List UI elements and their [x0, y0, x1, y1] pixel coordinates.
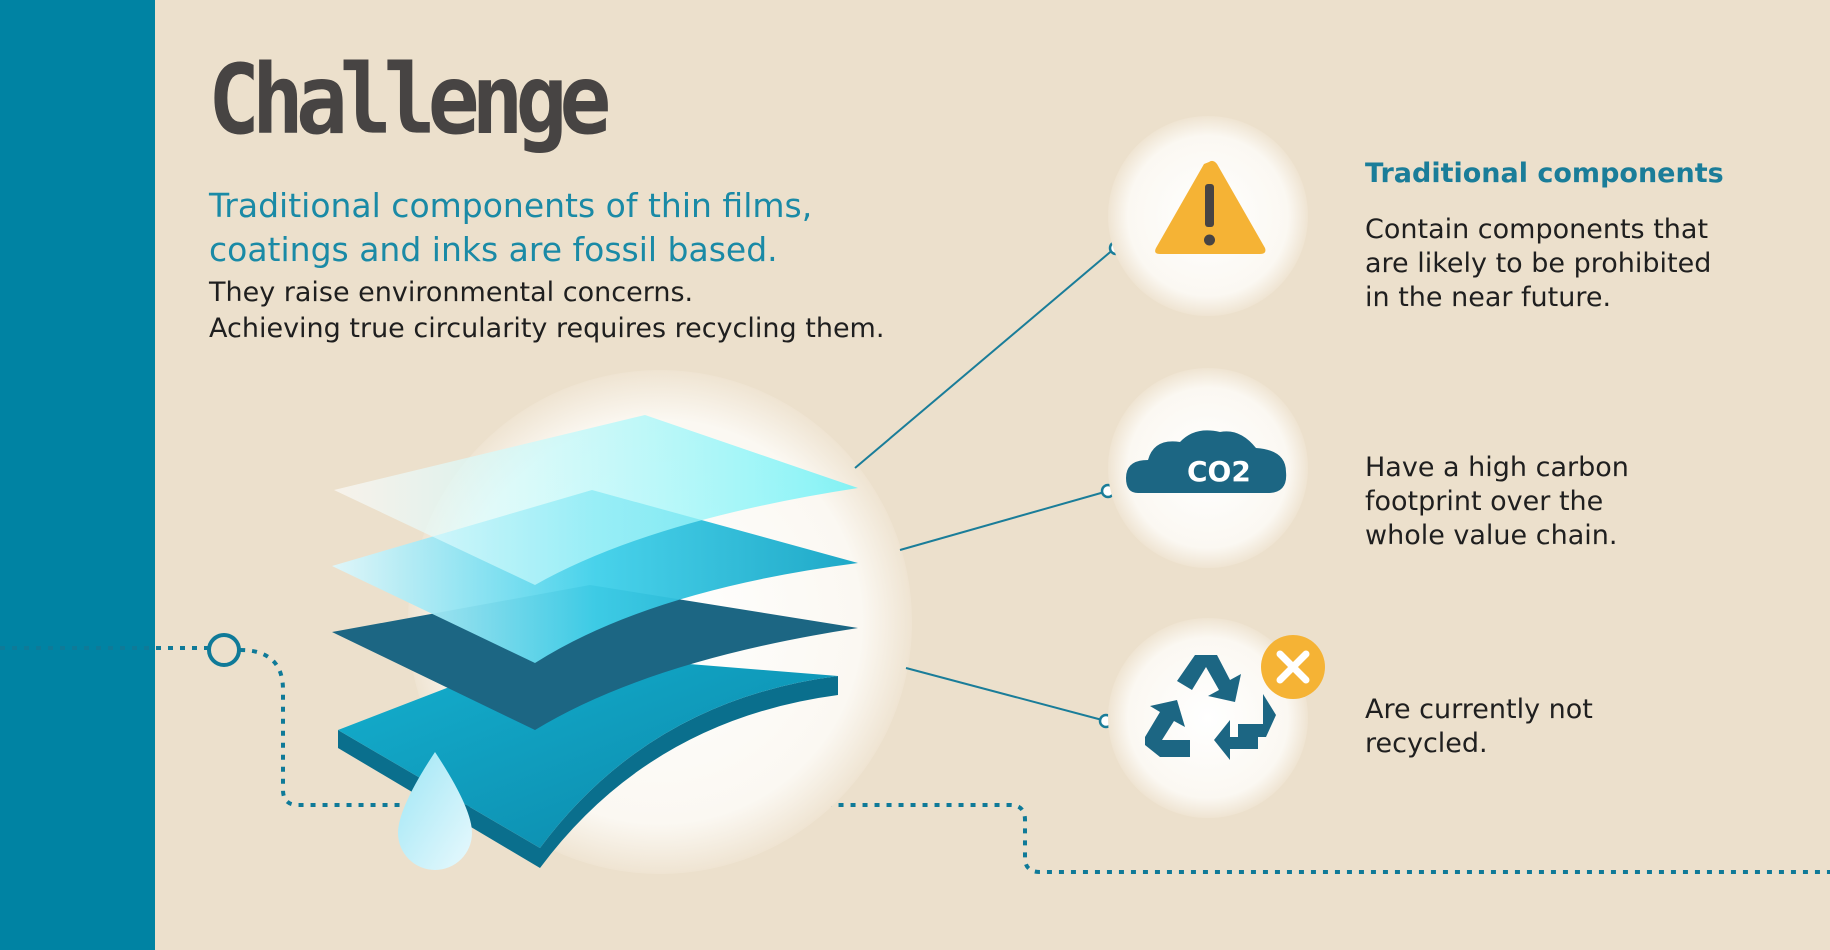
page-title: Challenge [208, 44, 611, 156]
recycle-icon [1145, 655, 1276, 760]
callout-3-line-1: Are currently not [1365, 694, 1593, 725]
callout-2-line-1: Have a high carbon [1365, 452, 1629, 483]
path-node [207, 633, 241, 667]
body-line-2: Achieving true circularity requires recy… [209, 313, 885, 344]
warning-triangle-icon [1155, 160, 1266, 254]
callout-3-line-2: recycled. [1365, 728, 1488, 759]
layer-top [334, 415, 858, 585]
left-accent-bar [0, 0, 155, 950]
callout-text-2: Have a high carbon footprint over the wh… [1365, 451, 1629, 553]
connector-line-3 [905, 667, 1107, 722]
callout-1-line-3: in the near future. [1365, 282, 1612, 313]
connector-line-2 [899, 490, 1109, 551]
close-badge-icon [1261, 635, 1325, 699]
callout-2-line-2: footprint over the [1365, 486, 1604, 517]
callout-1-line-1: Contain components that [1365, 214, 1709, 245]
body-line-1: They raise environmental concerns. [209, 277, 694, 308]
intro-body: They raise environmental concerns. Achie… [209, 275, 969, 347]
callout-heading: Traditional components [1365, 158, 1724, 189]
callout-text-1: Contain components that are likely to be… [1365, 213, 1711, 315]
callout-1-line-2: are likely to be prohibited [1365, 248, 1712, 279]
dotted-path-mid [239, 648, 1830, 874]
co2-label: CO2 [1187, 455, 1251, 488]
water-drop-icon [398, 752, 472, 870]
subtitle-line-1: Traditional components of thin films, [209, 186, 813, 225]
co2-cloud-icon: CO2 [1126, 430, 1287, 493]
subtitle: Traditional components of thin films, co… [209, 184, 909, 272]
subtitle-line-2: coatings and inks are fossil based. [209, 230, 778, 269]
callout-text-3: Are currently not recycled. [1365, 693, 1593, 761]
film-layers-stack [332, 415, 858, 870]
layer-bottom [338, 652, 838, 848]
callout-2-line-3: whole value chain. [1365, 520, 1618, 551]
icon-circle-recycle [1108, 618, 1308, 818]
connector-line-1 [854, 247, 1116, 469]
